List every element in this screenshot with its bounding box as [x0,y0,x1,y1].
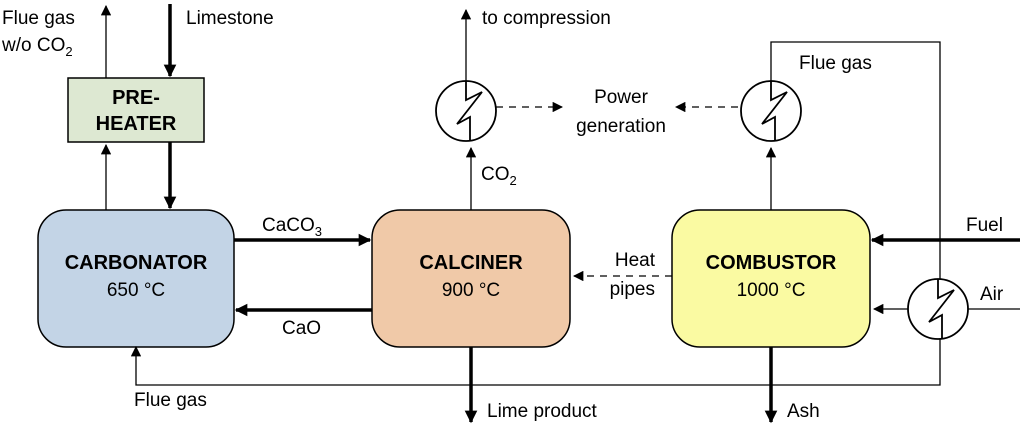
flue-gas-heat-exchanger-coil [761,81,788,141]
combustor-temperature: 1000 °C [737,280,806,301]
caco3-label: CaCO3 [262,215,322,239]
carbonator-temperature: 650 °C [107,280,165,301]
cao-label: CaO [282,318,321,339]
carbonator-box [37,209,235,348]
preheater-label-line2: HEATER [96,113,177,135]
heat-pipes-label-line2: pipes [610,279,655,300]
combustor-box [671,209,871,348]
co2-label: CO2 [481,164,517,188]
power-generation-label-line2: generation [576,116,666,137]
flue-gas-top-label: Flue gas [799,53,872,74]
air-heat-exchanger-coil [928,279,955,339]
carbonator-name: CARBONATOR [65,252,208,274]
ash-label: Ash [787,401,820,422]
flue-gas-bottom-label: Flue gas [134,390,207,411]
combustor-name: COMBUSTOR [706,252,837,274]
co2-heat-exchanger-coil [456,81,483,141]
lime-product-label: Lime product [487,401,598,422]
to-compression-label: to compression [482,8,611,29]
flue-gas-wo-co2-label-line2: w/o CO2 [1,35,73,59]
power-generation-label-line1: Power [594,87,649,108]
flue-gas-wo-co2-label-line1: Flue gas [2,8,75,29]
air-label: Air [980,284,1004,305]
fuel-label: Fuel [966,215,1003,236]
calciner-name: CALCINER [419,252,523,274]
preheater-box [67,77,205,143]
calciner-temperature: 900 °C [442,280,500,301]
calciner-box [371,209,571,348]
flue-gas-return-line [130,41,941,386]
heat-pipes-label-line1: Heat [615,250,656,271]
limestone-label: Limestone [186,8,274,29]
preheater-label-line1: PRE- [112,87,160,109]
